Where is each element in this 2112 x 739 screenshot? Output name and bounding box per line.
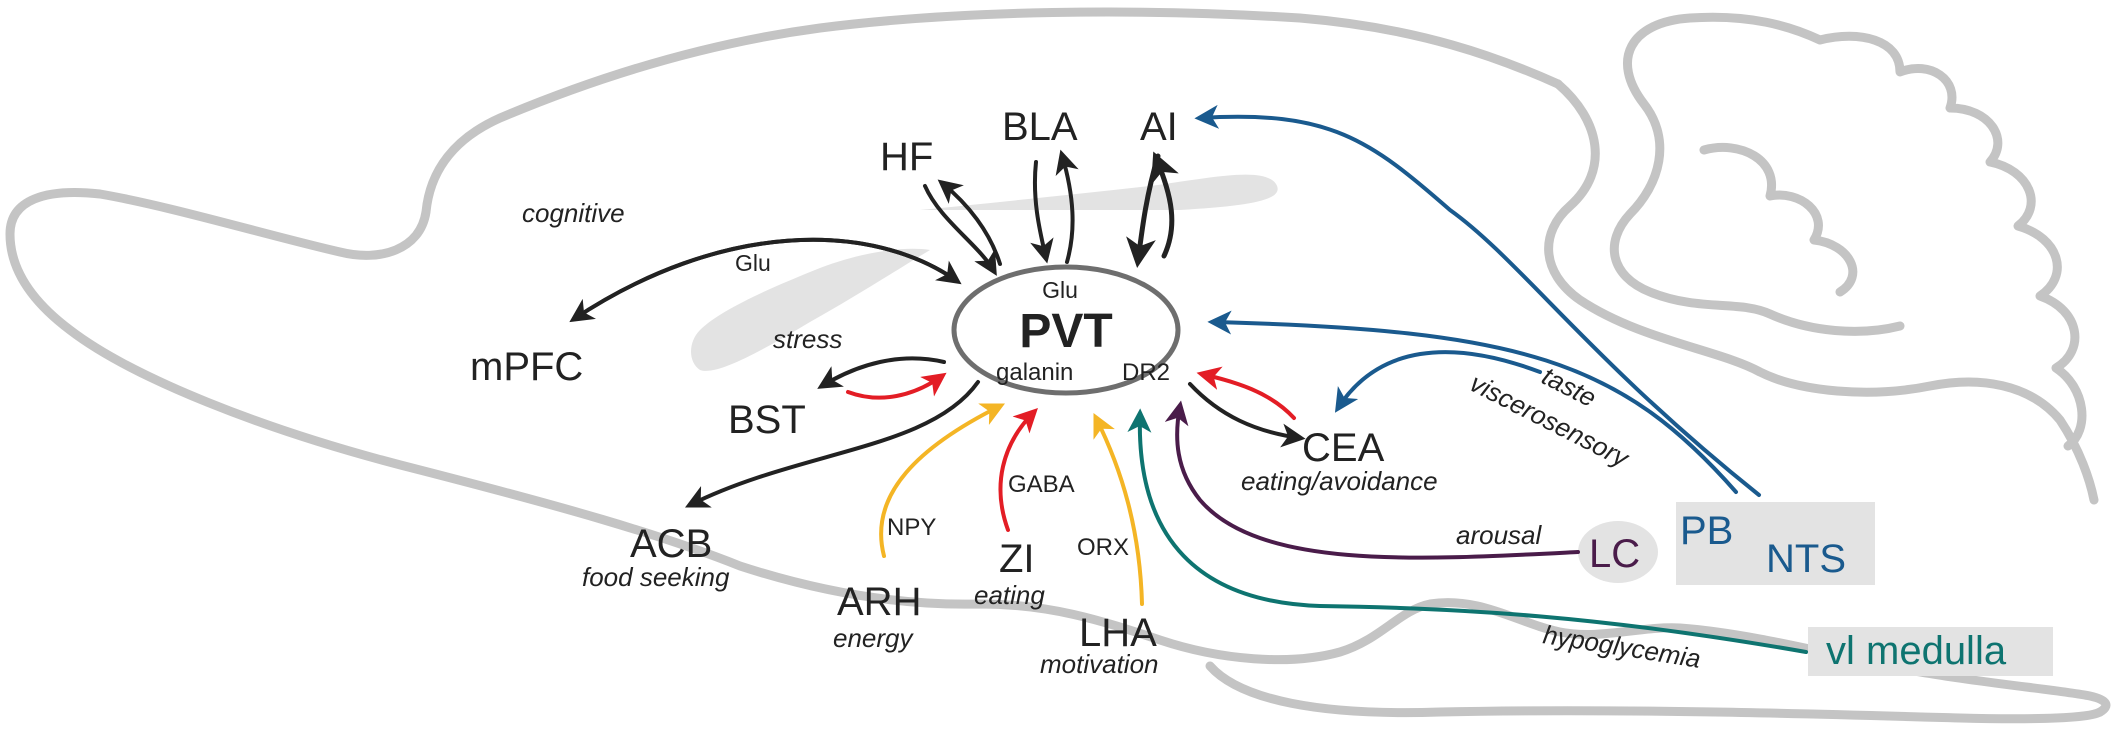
ai-label: AI bbox=[1140, 105, 1178, 149]
lc-function-label: arousal bbox=[1456, 520, 1542, 550]
lc-label: LC bbox=[1589, 532, 1640, 576]
lha-label: LHA bbox=[1079, 611, 1157, 655]
arrow-bla-to-pvt bbox=[1030, 160, 1054, 264]
arrow-pvt-to-cea bbox=[1188, 382, 1306, 448]
arrow-lha-to-pvt bbox=[1093, 412, 1144, 606]
arrow-mpfc-to-pvt bbox=[572, 237, 962, 321]
fiber-tract-lower bbox=[691, 248, 930, 371]
nts-label: NTS bbox=[1766, 537, 1846, 581]
mpfc-label: mPFC bbox=[470, 345, 583, 389]
cerebellum-outline bbox=[1544, 12, 2099, 505]
brain-outline bbox=[5, 7, 2111, 724]
acb-function-label: food seeking bbox=[582, 562, 730, 592]
arrow-pvt-to-acb bbox=[684, 380, 980, 508]
vl-medulla-box bbox=[1808, 627, 2053, 676]
yellow-connections bbox=[879, 403, 1144, 606]
pvt-galanin-label: galanin bbox=[996, 359, 1073, 386]
arrow-zi-to-pvt bbox=[998, 408, 1038, 532]
arrow-pb-to-ai bbox=[1194, 104, 1761, 497]
mpfc-function-label: cognitive bbox=[522, 198, 625, 228]
arh-transmitter-label: NPY bbox=[887, 514, 936, 541]
pb-nts-box bbox=[1676, 502, 1875, 585]
fiber-tract-upper bbox=[920, 174, 1278, 210]
arrow-pvt-to-ai bbox=[1151, 151, 1179, 259]
arrow-vlmedulla-to-pvt bbox=[1127, 408, 1808, 654]
arrow-pvt-to-hf bbox=[937, 179, 1002, 266]
lha-transmitter-label: ORX bbox=[1077, 534, 1129, 561]
pvt-ellipse bbox=[951, 264, 1181, 396]
arrow-hf-to-pvt bbox=[923, 184, 997, 276]
arrow-arh-to-pvt bbox=[879, 403, 1006, 558]
arh-label: ARH bbox=[837, 580, 921, 624]
lha-function-label: motivation bbox=[1040, 649, 1159, 679]
pb-label: PB bbox=[1680, 509, 1733, 553]
lc-blob bbox=[1578, 521, 1658, 583]
bla-label: BLA bbox=[1002, 105, 1078, 149]
pvt-label: PVT bbox=[1019, 305, 1112, 358]
arrow-pb-to-pvt bbox=[1207, 310, 1738, 494]
zi-transmitter-label: GABA bbox=[1008, 471, 1075, 498]
arrow-bst-to-pvt bbox=[846, 372, 947, 400]
arrow-pb-to-cea bbox=[1334, 350, 1542, 413]
bst-function-label: stress bbox=[773, 324, 842, 354]
cea-function-label: eating/avoidance bbox=[1241, 466, 1438, 496]
arrow-cea-to-pvt bbox=[1196, 366, 1296, 420]
bst-label: BST bbox=[728, 398, 806, 442]
hf-label: HF bbox=[880, 135, 933, 179]
mpfc-transmitter-label: Glu bbox=[735, 250, 771, 276]
zi-function-label: eating bbox=[974, 580, 1045, 610]
cerebrum-outline bbox=[5, 7, 2111, 717]
red-connections bbox=[846, 366, 1296, 532]
arrow-pvt-to-bst bbox=[817, 356, 946, 389]
arrow-lc-to-pvt bbox=[1164, 400, 1580, 560]
arh-function-label: energy bbox=[833, 623, 914, 653]
brainstem-outline bbox=[1205, 661, 2105, 724]
arrow-pvt-to-bla bbox=[1055, 149, 1079, 264]
black-connections bbox=[569, 149, 1306, 508]
zi-label: ZI bbox=[999, 537, 1035, 581]
cea-label: CEA bbox=[1302, 426, 1385, 470]
pvt-transmitter-label: Glu bbox=[1042, 277, 1078, 303]
vl-medulla-label: vl medulla bbox=[1826, 629, 2007, 673]
acb-label: ACB bbox=[630, 522, 712, 566]
brainstem-connections bbox=[1127, 104, 1808, 654]
pvt-dr2-label: DR2 bbox=[1122, 359, 1170, 386]
